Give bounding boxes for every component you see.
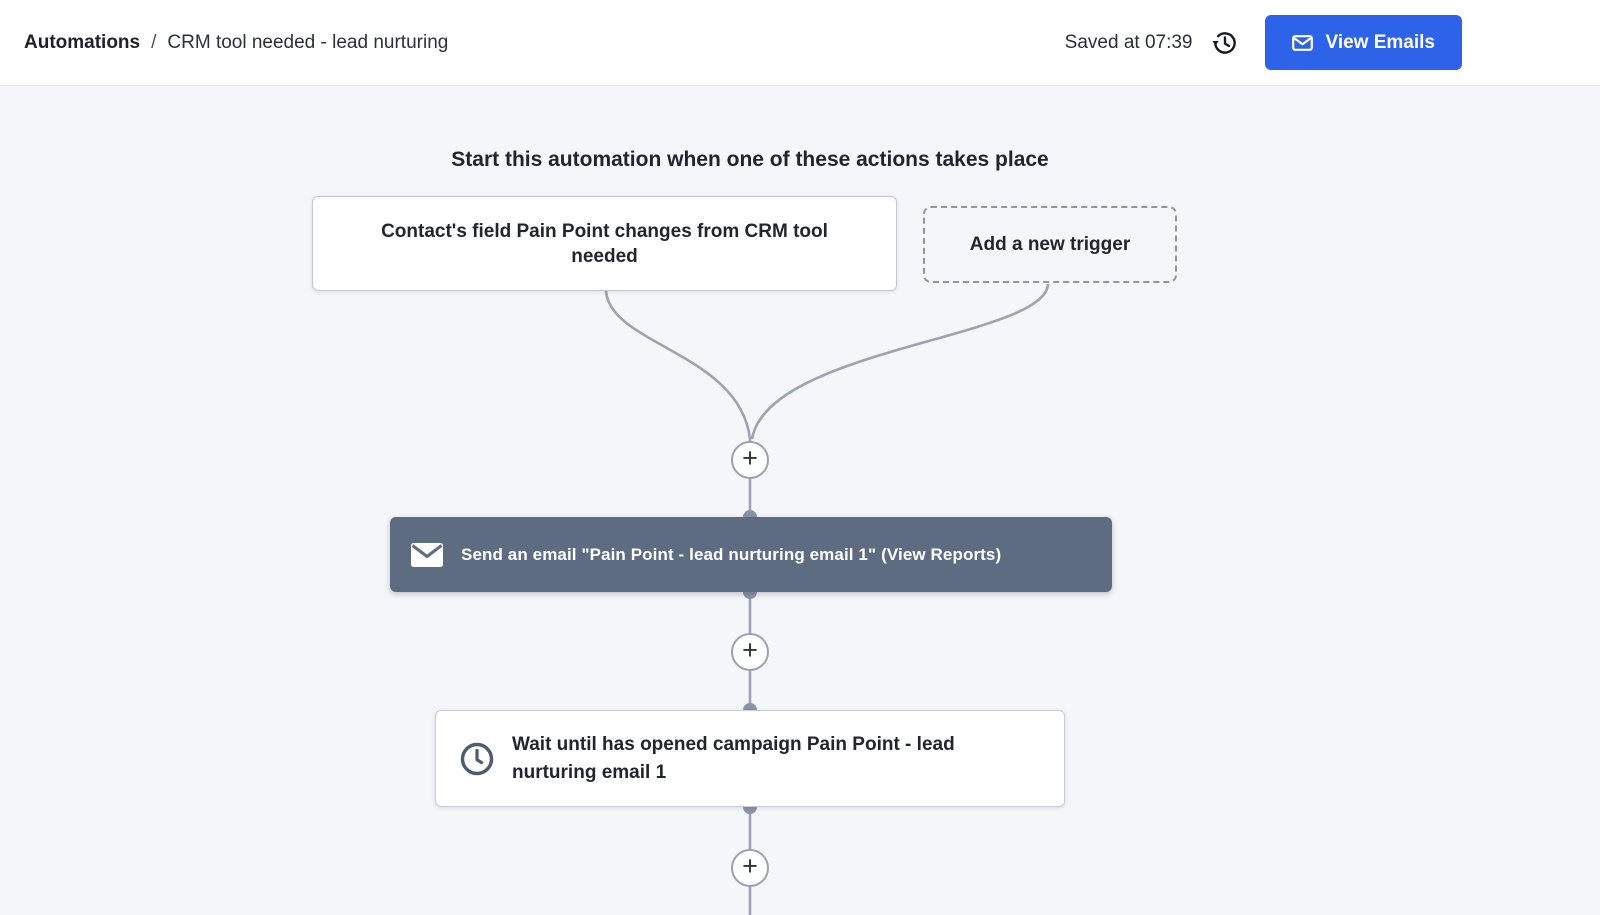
add-action-button-3[interactable]: + [731, 849, 769, 887]
wait-condition-label: Wait until has opened campaign Pain Poin… [512, 733, 955, 783]
wait-condition-node[interactable]: Wait until has opened campaign Pain Poin… [435, 710, 1065, 807]
saved-status: Saved at 07:39 [1064, 31, 1193, 53]
send-email-node[interactable]: Send an email "Pain Point - lead nurturi… [390, 517, 1112, 592]
envelope-icon [410, 542, 444, 568]
canvas-heading: Start this automation when one of these … [451, 148, 1049, 171]
view-emails-label: View Emails [1325, 31, 1436, 53]
history-restore-icon-svg [1211, 31, 1236, 54]
view-emails-button[interactable]: View Emails [1264, 15, 1462, 70]
trigger-node-label: Contact's field Pain Point changes from … [381, 220, 828, 267]
breadcrumb-current-automation: CRM tool needed - lead nurturing [167, 31, 449, 53]
top-bar: Automations / CRM tool needed - lead nur… [0, 0, 1600, 86]
history-icon[interactable] [1210, 28, 1240, 58]
breadcrumb: Automations / CRM tool needed - lead nur… [24, 32, 448, 54]
send-email-label: Send an email "Pain Point - lead nurturi… [461, 544, 877, 564]
trigger-node[interactable]: Contact's field Pain Point changes from … [312, 196, 897, 291]
topbar-actions: Saved at 07:39 View Emails [1065, 15, 1462, 70]
breadcrumb-automations[interactable]: Automations [24, 31, 141, 53]
breadcrumb-separator: / [151, 31, 157, 53]
clock-icon [458, 740, 496, 778]
add-trigger-label: Add a new trigger [969, 233, 1131, 255]
email-envelope-icon [1291, 34, 1313, 51]
automation-canvas: Start this automation when one of these … [0, 86, 1600, 915]
add-action-button-1[interactable]: + [731, 441, 769, 479]
view-reports-link[interactable]: (View Reports) [881, 544, 1002, 564]
add-action-button-2[interactable]: + [731, 633, 769, 671]
add-trigger-button[interactable]: Add a new trigger [923, 206, 1177, 283]
